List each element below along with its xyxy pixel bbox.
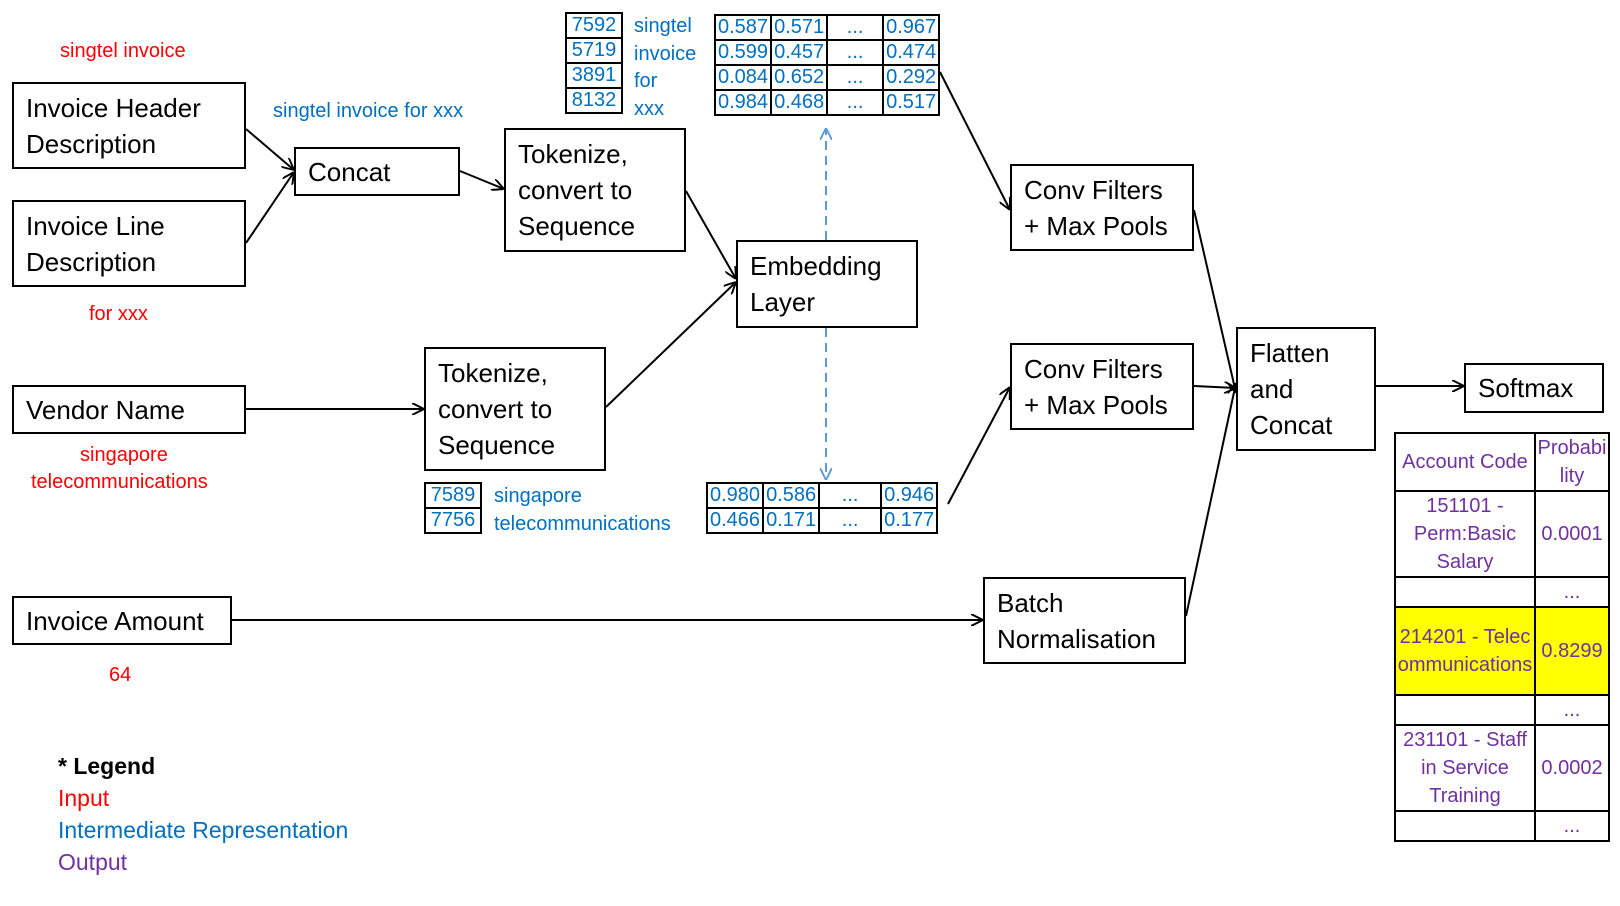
output-probability-table: Account Code Probability 151101 - Perm:B…: [1394, 432, 1610, 842]
output-header-row: Account Code Probability: [1394, 432, 1610, 492]
invoice-amount-box: Invoice Amount: [12, 596, 232, 645]
token-row: 3891: [565, 62, 623, 89]
arrow-header-to-concat: [245, 128, 294, 170]
token-row: 7592: [565, 12, 623, 39]
arrow-embed-top-to-conv: [939, 71, 1010, 210]
legend-title: * Legend: [58, 753, 156, 779]
account-code-header: Account Code: [1394, 432, 1536, 492]
output-row: 151101 - Perm:Basic Salary 0.0001: [1394, 490, 1610, 578]
input-example-vendor-line1: singapore: [80, 444, 168, 466]
output-row: ...: [1394, 694, 1610, 726]
token-row: 5719: [565, 37, 623, 64]
token-ids-bottom-table: 7589 7756: [424, 482, 482, 534]
output-row: ...: [1394, 810, 1610, 842]
arrow-tokenize-mid-to-embedding: [605, 282, 736, 408]
legend-output: Output: [58, 849, 128, 875]
arrow-embed-bottom-to-conv: [947, 387, 1010, 505]
legend-intermediate: Intermediate Representation: [58, 817, 349, 843]
arrow-batchnorm-to-flatten: [1185, 383, 1236, 617]
token-words-top: singtel invoice for xxx: [634, 15, 697, 120]
input-example-vendor-line2: telecommunications: [31, 471, 208, 493]
vendor-name-box: Vendor Name: [12, 385, 246, 434]
output-row: ...: [1394, 576, 1610, 608]
arrow-concat-to-tokenize: [459, 170, 504, 189]
arrow-conv-bottom-to-flatten: [1193, 386, 1236, 388]
token-words-bottom: singapore telecommunications: [494, 485, 671, 535]
output-row-highlighted: 214201 - Telecommunications 0.8299: [1394, 606, 1610, 696]
softmax-box: Softmax: [1464, 363, 1604, 413]
input-example-amount: 64: [109, 664, 132, 686]
legend-input: Input: [58, 785, 110, 811]
arrow-conv-top-to-flatten: [1193, 209, 1236, 393]
token-row: 8132: [565, 87, 623, 114]
token-row: 7589: [424, 482, 482, 509]
input-example-header: singtel invoice: [60, 40, 186, 62]
output-row: 231101 - Staff in Service Training 0.000…: [1394, 724, 1610, 812]
arrow-tokenize-top-to-embedding: [685, 190, 736, 279]
concat-output-text: singtel invoice for xxx: [273, 100, 464, 122]
conv-filters-top-box: Conv Filters+ Max Pools: [1010, 164, 1194, 251]
arrow-line-to-concat: [245, 172, 294, 244]
token-row: 7756: [424, 507, 482, 534]
concat-box: Concat: [294, 147, 460, 196]
input-example-line: for xxx: [89, 303, 148, 325]
conv-filters-bottom-box: Conv Filters+ Max Pools: [1010, 343, 1194, 430]
token-ids-top-table: 7592 5719 3891 8132: [565, 12, 623, 114]
legend: * Legend Input Intermediate Representati…: [58, 750, 348, 878]
probability-header: Probability: [1534, 432, 1610, 492]
